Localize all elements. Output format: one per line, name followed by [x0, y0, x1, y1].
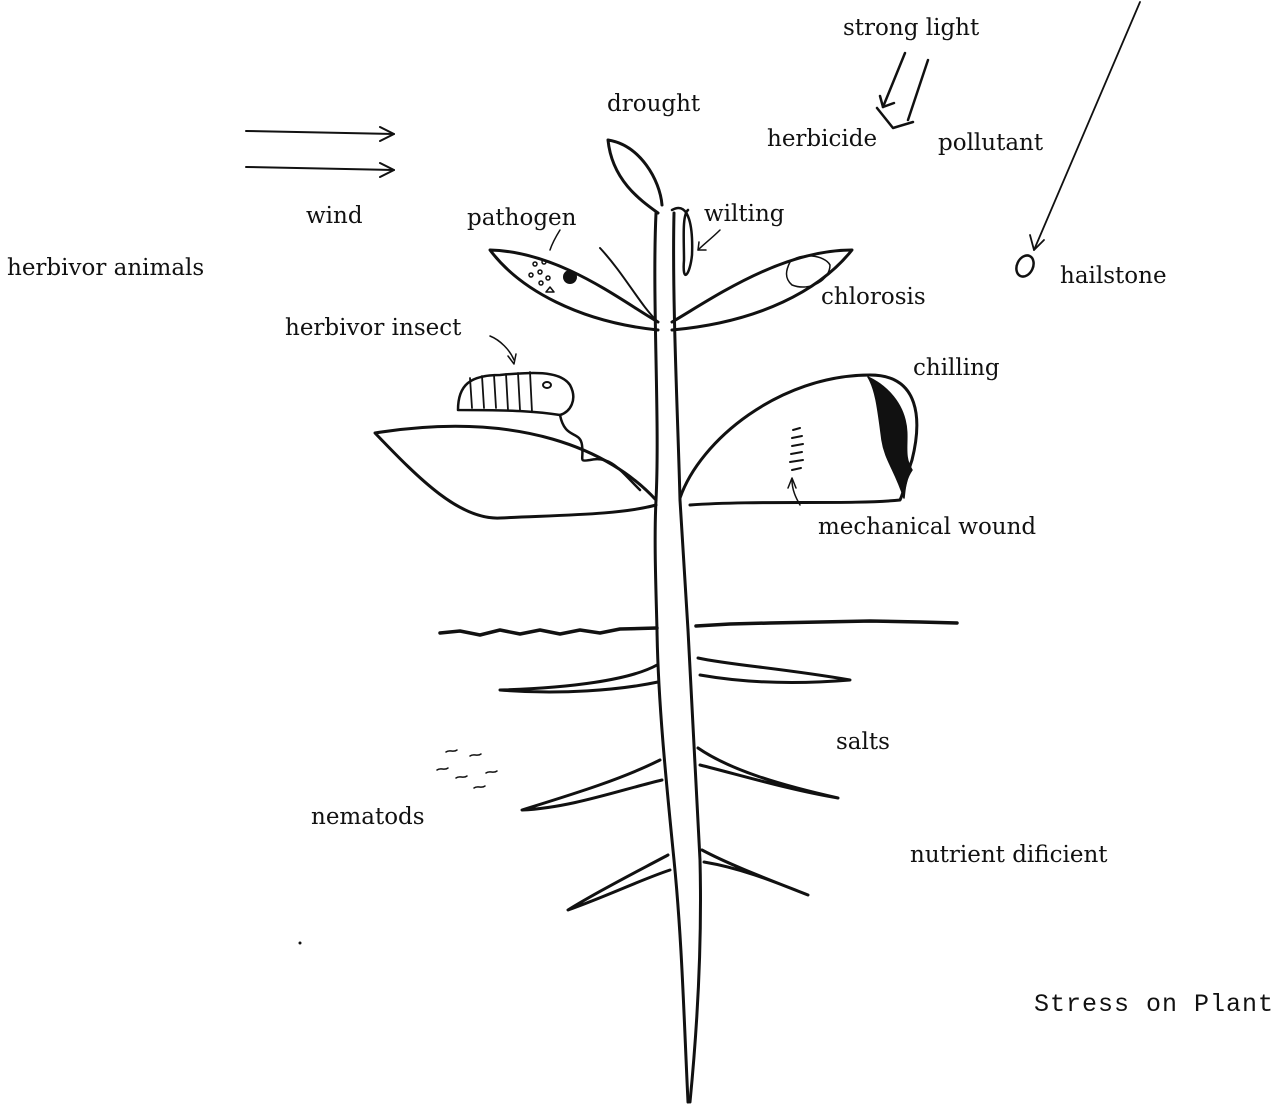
insect-leaf	[375, 415, 656, 518]
label-salts: salts	[836, 731, 890, 754]
stem	[655, 213, 701, 1102]
label-wilting: wilting	[704, 203, 785, 226]
label-pathogen: pathogen	[467, 207, 577, 230]
light-herbicide-arrow	[877, 53, 928, 128]
label-chlorosis: chlorosis	[821, 286, 926, 309]
label-drought: drought	[607, 93, 700, 116]
label-strong-light: strong light	[843, 17, 979, 40]
label-mechanical-wound: mechanical wound	[818, 516, 1036, 539]
hailstone-arrow	[1030, 2, 1140, 250]
label-hailstone: hailstone	[1060, 265, 1167, 288]
drought-bud	[608, 140, 662, 213]
label-nematods: nematods	[311, 806, 425, 829]
pathogen-leaf	[490, 230, 658, 330]
label-chilling: chilling	[913, 357, 1000, 380]
label-herbivor-animals: herbivor animals	[7, 257, 204, 280]
caterpillar-icon	[458, 336, 573, 415]
label-nutrient-dificient: nutrient dificient	[910, 844, 1108, 867]
label-wind: wind	[306, 205, 363, 228]
wind-arrows	[246, 127, 394, 177]
chilling-leaf	[680, 375, 917, 505]
figure-caption: Stress on Plant	[1034, 992, 1274, 1017]
nematodes-icon	[437, 750, 497, 788]
label-herbivor-insect: herbivor insect	[285, 317, 461, 340]
hailstone-icon	[1013, 253, 1037, 280]
soil-line	[440, 621, 957, 635]
label-pollutant: pollutant	[938, 132, 1043, 155]
label-herbicide: herbicide	[767, 128, 877, 151]
